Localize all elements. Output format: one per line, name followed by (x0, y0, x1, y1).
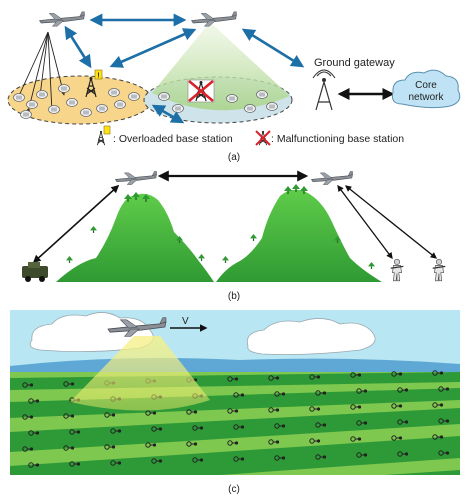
phone-icon (36, 90, 48, 99)
phone-icon (114, 100, 126, 109)
relay-links (64, 13, 305, 124)
phone-icon (96, 104, 108, 113)
ground-gateway-label: Ground gateway (314, 57, 395, 69)
uav-coverage-cone (152, 22, 290, 111)
phone-icon (13, 93, 25, 102)
caption-c: (c) (228, 484, 240, 495)
military-vehicle (22, 262, 48, 282)
phone-icon (80, 108, 92, 117)
panel-c: V (c) (10, 310, 460, 495)
ground-gateway: Ground gateway (312, 57, 395, 111)
uav-to-soldier-link-1 (337, 184, 393, 260)
legend: : Overloaded base station : Malfunctioni… (96, 125, 404, 146)
overloaded-base-station: ! (85, 69, 103, 98)
phone-icon (172, 104, 184, 113)
phone-icon (58, 84, 70, 93)
tree-icon (198, 254, 205, 261)
legend-malfunctioning-label: : Malfunctioning base station (271, 133, 404, 145)
tree-icon (90, 226, 97, 233)
tree-icon (250, 234, 257, 241)
alert-cross-icon (255, 130, 271, 146)
warning-badge-icon (103, 125, 111, 135)
uav-to-soldier-link-2 (344, 185, 438, 259)
vehicle-icon (22, 266, 48, 278)
phone-icon (128, 92, 140, 101)
phone-icon (26, 100, 38, 109)
uav-to-vehicle-link (32, 184, 120, 264)
tree-icon (66, 256, 73, 263)
caption-a: (a) (228, 152, 240, 163)
gateway-antenna-icon (315, 81, 333, 111)
uav-beams (17, 31, 66, 113)
uav-icon (115, 171, 157, 185)
tree-icon (222, 256, 229, 263)
cloud-icon (391, 69, 461, 109)
phone-icon (244, 104, 256, 113)
warning-badge-icon (94, 69, 103, 80)
phone-icon (226, 94, 238, 103)
soldier-icon (432, 258, 446, 282)
phone-icon (20, 110, 32, 119)
phone-icon (48, 105, 60, 114)
panel-b: (b) (22, 170, 446, 302)
phone-icon (158, 92, 170, 101)
uav-icon (191, 11, 237, 27)
mountain-left (56, 193, 214, 282)
velocity-label: V (182, 316, 189, 327)
legend-overloaded-label: : Overloaded base station (113, 133, 233, 145)
uav-icon (311, 171, 353, 185)
phone-icon (66, 98, 78, 107)
tree-icon (368, 262, 375, 269)
alert-cross-icon (188, 80, 214, 102)
cloud-icon (246, 318, 376, 355)
uav-camera-beam (70, 336, 210, 411)
phone-icon (108, 88, 120, 97)
phone-icon (266, 102, 278, 111)
core-network-label-2: network (408, 92, 444, 103)
malfunctioning-base-station (187, 79, 215, 103)
core-network-cloud: Core network (391, 69, 461, 109)
panel-a: ! Ground gateway Core (7, 11, 461, 163)
cloud-icon (29, 312, 154, 352)
base-station-tower-icon (96, 130, 106, 146)
caption-b: (b) (228, 291, 240, 302)
soldier-icon (390, 258, 404, 282)
core-network-label-1: Core (415, 80, 437, 91)
mountain-right (216, 189, 382, 282)
uav-icon (39, 11, 85, 27)
phone-icon (256, 90, 268, 99)
svg-text:!: ! (97, 73, 99, 80)
